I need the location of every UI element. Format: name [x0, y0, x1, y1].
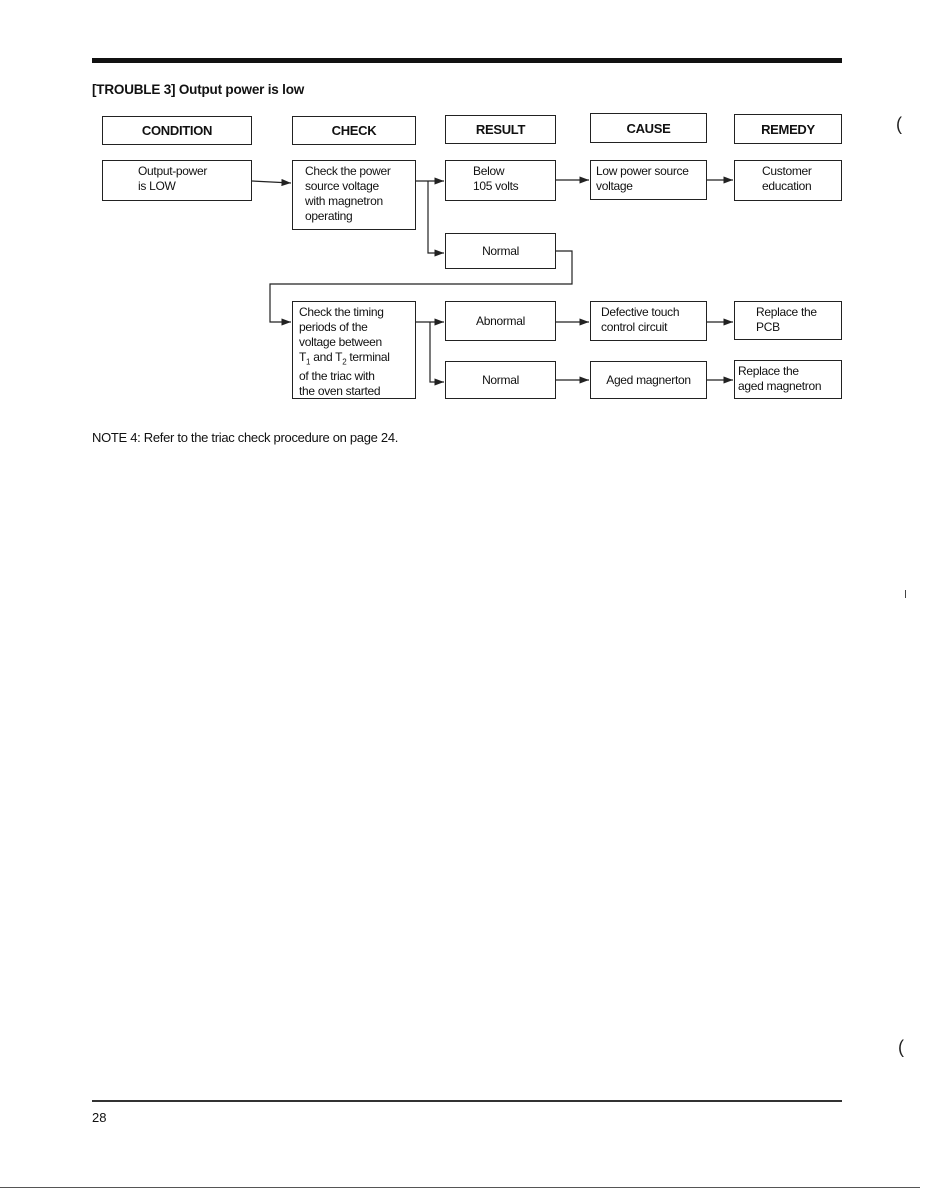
- node-result-normal-2: Normal: [445, 361, 556, 399]
- node-result-below: Below 105 volts: [445, 160, 556, 201]
- arrow-normal-check2: [269, 250, 573, 326]
- node-condition: Output-power is LOW: [102, 160, 252, 201]
- subscript-1: 1: [306, 357, 311, 367]
- check-timing-line: periods of the: [299, 320, 368, 334]
- arrow-check-normal: [427, 181, 444, 257]
- node-remedy-pcb: Replace the PCB: [734, 301, 842, 340]
- arrow-condition-check: [251, 178, 292, 187]
- header-result: RESULT: [445, 115, 556, 144]
- check-timing-line: T1 and T2 terminal: [299, 350, 409, 369]
- check-timing-line: voltage between: [299, 335, 382, 349]
- binding-mark: [905, 590, 906, 598]
- node-cause-aged: Aged magnerton: [590, 361, 707, 399]
- binding-mark: (: [898, 1037, 904, 1057]
- check-timing-line: the oven started: [299, 384, 381, 399]
- node-remedy-magnetron: Replace the aged magnetron: [734, 360, 842, 399]
- t-label: T: [299, 350, 307, 364]
- scan-edge-line: [0, 1187, 920, 1188]
- subscript-2: 2: [342, 357, 347, 367]
- page-title: [TROUBLE 3] Output power is low: [92, 82, 305, 97]
- top-rule: [92, 58, 842, 63]
- header-cause: CAUSE: [590, 113, 707, 143]
- page-number: 28: [92, 1110, 107, 1125]
- note-text: NOTE 4: Refer to the triac check procedu…: [92, 430, 399, 445]
- node-result-abnormal: Abnormal: [445, 301, 556, 341]
- node-check-timing: Check the timing periods of the voltage …: [292, 301, 416, 399]
- node-remedy-customer: Customer education: [734, 160, 842, 201]
- node-cause-touch: Defective touch control circuit: [590, 301, 707, 341]
- header-remedy: REMEDY: [734, 114, 842, 144]
- header-check: CHECK: [292, 116, 416, 145]
- check-timing-line: of the triac with: [299, 369, 375, 384]
- node-result-normal-1: Normal: [445, 233, 556, 269]
- and-t-label: and T: [310, 350, 343, 364]
- terminal-label: terminal: [346, 350, 390, 364]
- node-check-power: Check the power source voltage with magn…: [292, 160, 416, 230]
- arrow-check2-normal: [429, 322, 444, 386]
- binding-mark: (: [896, 114, 902, 134]
- check-timing-line: Check the timing: [299, 305, 384, 319]
- node-cause-low-power: Low power source voltage: [590, 160, 707, 200]
- header-condition: CONDITION: [102, 116, 252, 145]
- footer-rule: [92, 1100, 842, 1102]
